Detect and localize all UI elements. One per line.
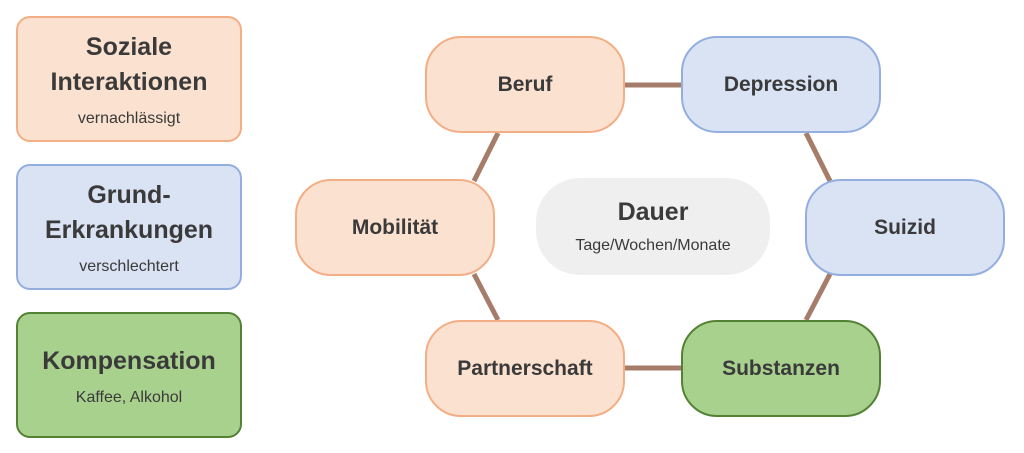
legend-title-line: Erkrankungen	[44, 216, 214, 244]
legend-title: Soziale Interaktionen	[51, 30, 208, 100]
legend-kompensation: Kompensation Kaffee, Alkohol	[16, 312, 242, 438]
link-mobilitaet-partnerschaft	[471, 272, 501, 322]
legend-subtitle: vernachlässigt	[77, 110, 181, 127]
link-beruf-mobilitaet	[471, 131, 501, 183]
legend-title-line: Soziale	[85, 33, 173, 61]
legend-grund-erkrankungen: Grund- Erkrankungen verschlechtert	[16, 164, 242, 290]
legend-soziale-interaktionen: Soziale Interaktionen vernachlässigt	[16, 16, 242, 142]
center-subtitle: Tage/Wochen/Monate	[575, 237, 731, 254]
link-suizid-substanzen	[803, 272, 833, 322]
node-mobilitaet: Mobilität	[295, 179, 495, 276]
link-depression-suizid	[803, 131, 833, 183]
legend-title-line: Kompensation	[42, 346, 216, 375]
node-suizid: Suizid	[805, 179, 1005, 276]
node-label: Mobilität	[351, 215, 439, 239]
node-label: Partnerschaft	[457, 356, 593, 380]
legend-title-line: Interaktionen	[50, 68, 208, 96]
legend-title: Grund- Erkrankungen	[45, 178, 213, 248]
center-node-dauer: Dauer Tage/Wochen/Monate	[536, 178, 770, 275]
node-substanzen: Substanzen	[681, 320, 881, 417]
node-partnerschaft: Partnerschaft	[425, 320, 625, 417]
node-label: Depression	[723, 72, 839, 96]
node-label: Suizid	[874, 215, 936, 239]
node-label: Beruf	[497, 72, 553, 96]
node-label: Substanzen	[722, 356, 840, 380]
legend-subtitle: Kaffee, Alkohol	[75, 388, 183, 406]
legend-title: Kompensation	[42, 344, 216, 379]
legend-title-line: Grund-	[87, 181, 171, 209]
legend-subtitle: verschlechtert	[79, 258, 179, 275]
center-title: Dauer	[617, 198, 689, 226]
node-depression: Depression	[681, 36, 881, 133]
node-beruf: Beruf	[425, 36, 625, 133]
